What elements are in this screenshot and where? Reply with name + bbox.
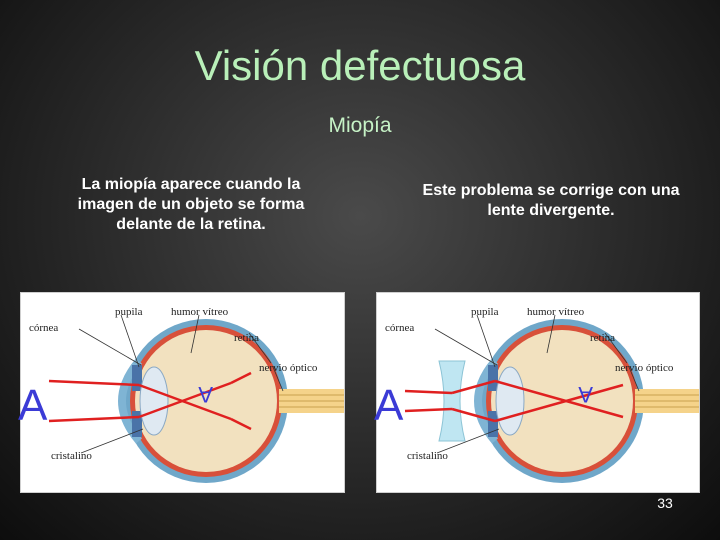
corrected-eye-diagram: A córnea pupila humor vítreo retina nerv… [376, 292, 700, 493]
label-retina: retina [234, 332, 259, 344]
object-letter-right: A [374, 381, 404, 430]
left-caption: La miopía aparece cuando la imagen de un… [77, 176, 305, 233]
label-humor-vitreo: humor vítreo [171, 306, 229, 318]
label-retina: retina [590, 332, 615, 344]
label-cristalino: cristalino [51, 450, 92, 462]
light-ray-top [48, 379, 140, 387]
label-cornea: córnea [29, 322, 58, 334]
myopia-eye-diagram: A córnea pupila humor vítreo retina nerv… [20, 292, 345, 493]
light-ray-bottom [48, 415, 140, 423]
label-pupila: pupila [471, 306, 499, 318]
diverging-lens [438, 360, 466, 442]
eye-illustration-corrected: A córnea pupila humor vítreo retina nerv… [385, 306, 699, 483]
slide-subtitle: Miopía [328, 114, 392, 137]
eye-illustration: A córnea pupila humor vítreo retina nerv… [29, 306, 344, 483]
label-nervio-optico: nervio óptico [615, 362, 674, 374]
label-nervio-optico: nervio óptico [259, 362, 318, 374]
inverted-image-letter: A [198, 382, 213, 407]
crystalline-lens [139, 366, 169, 436]
label-pupila: pupila [115, 306, 143, 318]
label-humor-vitreo: humor vítreo [527, 306, 585, 318]
vitreous-body [135, 330, 277, 472]
label-cornea: córnea [385, 322, 414, 334]
light-ray-bottom [404, 407, 453, 413]
right-caption: Este problema se corrige con una lente d… [422, 182, 680, 219]
object-letter-left: A [18, 381, 48, 430]
label-cristalino: cristalino [407, 450, 448, 462]
light-ray-top [404, 389, 453, 395]
slide-title: Visión defectuosa [194, 42, 526, 89]
inverted-image-letter: A [578, 382, 593, 407]
page-number: 33 [657, 495, 673, 511]
